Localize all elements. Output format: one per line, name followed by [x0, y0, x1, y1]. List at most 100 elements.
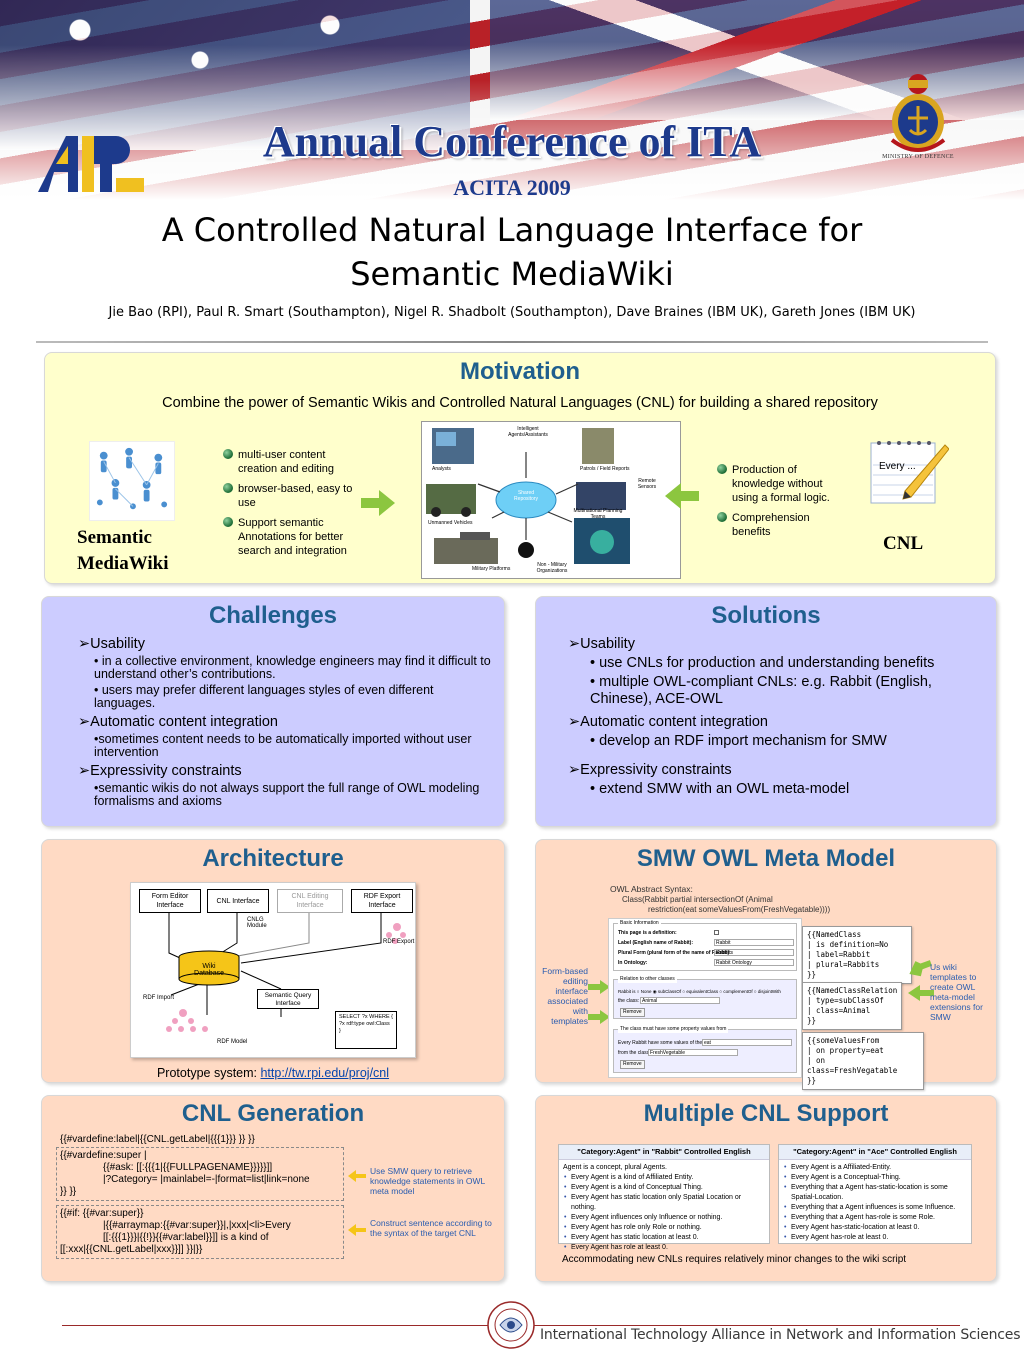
list-item: Every Agent influences only Influence or…	[563, 1213, 765, 1223]
list-heading: ➢Usability	[78, 636, 145, 652]
solutions-panel: Solutions ➢Usability • use CNLs for prod…	[535, 596, 997, 827]
basic-info-fieldset: Basic Information This page is a definit…	[613, 920, 797, 971]
cnlg-label: CNLG Module	[247, 917, 267, 929]
remove-button[interactable]: Remove	[620, 1060, 645, 1069]
values-legend: The class must have some property values…	[618, 1026, 729, 1033]
list-heading: ➢Automatic content integration	[78, 714, 278, 730]
bullet-icon	[717, 512, 727, 522]
owl-syntax-head: OWL Abstract Syntax:	[610, 884, 693, 894]
list-item: Every Agent has-role at least 0.	[783, 1233, 967, 1243]
cnl-generation-panel: CNL Generation {{#vardefine:label|{{CNL.…	[41, 1095, 505, 1282]
prototype-link[interactable]: http://tw.rpi.edu/proj/cnl	[260, 1066, 390, 1080]
list-item: Every Agent is a Affiliated-Entity.	[783, 1163, 967, 1173]
owl-meta-panel: SMW OWL Meta Model OWL Abstract Syntax: …	[535, 839, 997, 1090]
list-item: Every Agent is a kind of Conceptual Thin…	[563, 1183, 765, 1193]
footer-text: International Technology Alliance in Net…	[540, 1327, 1021, 1343]
diagram-label-analysts: Analysts	[432, 466, 451, 472]
challenges-list: ➢Usability • in a collective environment…	[78, 632, 498, 808]
code-line: | on property=eat	[807, 1046, 884, 1055]
def-question: This page is a definition:	[618, 930, 677, 936]
code-line: {{NamedClassRelation	[807, 986, 898, 995]
ace-card-title: "Category:Agent" in "Ace" Controlled Eng…	[779, 1145, 971, 1160]
code-line: [[:xxx|{{CNL.getLabel|xxx}}]] }}|}}	[60, 1244, 203, 1255]
list-item: •sometimes content needs to be automatic…	[94, 732, 472, 759]
cnl-generation-title: CNL Generation	[181, 1100, 365, 1127]
cnl-interface-box: CNL Interface	[207, 889, 269, 913]
code-line: {{#vardefine:super |	[60, 1150, 147, 1161]
ontology-input[interactable]: Rabbit Ontology	[714, 959, 794, 966]
values-fieldset: The class must have some property values…	[613, 1026, 797, 1073]
list-heading: ➢Usability	[568, 636, 635, 652]
cnl-editing-box: CNL Editing Interface	[277, 889, 343, 913]
list-heading: ➢Expressivity constraints	[568, 762, 732, 778]
label-question: Label (English name of Rabbit):	[618, 940, 694, 946]
code-line: {{#if: {{#var:super}}	[60, 1208, 144, 1219]
property-input[interactable]: eat	[702, 1039, 792, 1046]
rdf-export-interface-box: RDF Export Interface	[351, 889, 413, 913]
relation-radios[interactable]: Rabbit is ○ None ◉ subClassOf ○ equivale…	[618, 989, 781, 994]
header-divider	[36, 341, 988, 343]
list-item: Every Agent has-static-location at least…	[783, 1223, 967, 1233]
rabbit-card-title: "Category:Agent" in "Rabbit" Controlled …	[559, 1145, 769, 1160]
diagram-label-nonmilitary: Non - Military Organizations	[536, 562, 568, 574]
architecture-diagram: Form Editor Interface CNL Interface CNL …	[130, 882, 416, 1058]
list-item: • in a collective environment, knowledge…	[94, 654, 491, 681]
remove-button[interactable]: Remove	[620, 1008, 645, 1017]
list-item: Support semantic Annotations for better …	[223, 516, 358, 558]
list-item: Everything that a Agent has-static-locat…	[783, 1183, 967, 1203]
query-note: Use SMW query to retrieve knowledge stat…	[370, 1166, 485, 1196]
conference-title: Annual Conference of ITA	[262, 117, 762, 166]
list-item: • develop an RDF import mechanism for SM…	[590, 733, 887, 749]
list-item: browser-based, easy to use	[223, 482, 358, 510]
smw-label: Semantic MediaWiki	[77, 525, 169, 577]
owl-meta-title: SMW OWL Meta Model	[636, 845, 896, 872]
bullet-icon	[717, 464, 727, 474]
arrow-left-icon	[348, 1224, 366, 1236]
architecture-panel: Architecture Form Editor Interface CNL I…	[41, 839, 505, 1083]
multiple-cnl-panel: Multiple CNL Support "Category:Agent" in…	[535, 1095, 997, 1282]
relation-legend: Relation to other classes	[618, 976, 677, 983]
plural-input[interactable]: Rabbits	[714, 949, 794, 956]
bullet-text: browser-based, easy to use	[238, 483, 353, 509]
list-item: Comprehension benefits	[717, 511, 847, 539]
rdf-import-label: RDF Import	[143, 995, 175, 1001]
diagram-label-repository: Shared Repository	[514, 490, 538, 502]
relation-template-box: {{NamedClassRelation | type=subClassOf |…	[802, 982, 902, 1030]
vardefine-label-line: {{#vardefine:label|{{CNL.getLabel|{{{1}}…	[60, 1134, 255, 1145]
plural-question: Plural Form (plural form of the name of …	[618, 950, 731, 956]
solutions-title: Solutions	[711, 602, 821, 629]
every-row-label: Every Rabbit have some values of the pro…	[618, 1040, 722, 1046]
challenges-panel: Challenges ➢Usability • in a collective …	[41, 596, 505, 827]
smw-label-line2: MediaWiki	[77, 553, 169, 574]
bullet-icon	[223, 483, 233, 493]
rabbit-intro: Agent is a concept, plural Agents.	[563, 1164, 667, 1171]
code-line: {{NamedClass	[807, 930, 862, 939]
bullet-text: multi-user content creation and editing	[238, 449, 335, 475]
list-item: Every Agent is a Conceptual-Thing.	[783, 1173, 967, 1183]
form-note: Form-based editing interface associated …	[542, 966, 588, 1026]
code-line: | on class=FreshVegatable	[807, 1056, 898, 1075]
code-line: | is definition=No	[807, 940, 889, 949]
notepad-pencil-icon	[870, 441, 949, 504]
diagram-label-military: Military Platforms	[472, 566, 511, 572]
list-heading: ➢Automatic content integration	[568, 714, 768, 730]
code-line: }}	[807, 1076, 817, 1085]
bullet-text: Production of knowledge without using a …	[732, 464, 830, 504]
values-template-box: {{someValuesFrom | on property=eat | on …	[802, 1032, 924, 1090]
label-input[interactable]: Rabbit	[714, 939, 794, 946]
bullet-text: Comprehension benefits	[732, 512, 810, 538]
cnl-label: CNL	[883, 533, 924, 554]
list-item: multi-user content creation and editing	[223, 448, 358, 476]
motivation-panel: Motivation Combine the power of Semantic…	[44, 352, 996, 584]
the-class-input[interactable]: Animal	[640, 997, 720, 1004]
definition-checkbox[interactable]	[714, 930, 719, 935]
union-flag	[490, 0, 1024, 120]
shared-repository-diagram: Intelligent Agents/Assistants Analysts P…	[421, 421, 681, 579]
from-class-input[interactable]: FreshVegetable	[648, 1049, 738, 1056]
motivation-subtitle: Combine the power of Semantic Wikis and …	[162, 395, 878, 411]
list-item: Every Agent has role only Role or nothin…	[563, 1223, 765, 1233]
smw-features-list: multi-user content creation and editing …	[223, 448, 358, 564]
diagram-label-unmanned: Unmanned Vehicles	[428, 520, 473, 526]
basic-info-legend: Basic Information	[618, 920, 661, 927]
template-arrows-icon	[908, 960, 934, 1001]
